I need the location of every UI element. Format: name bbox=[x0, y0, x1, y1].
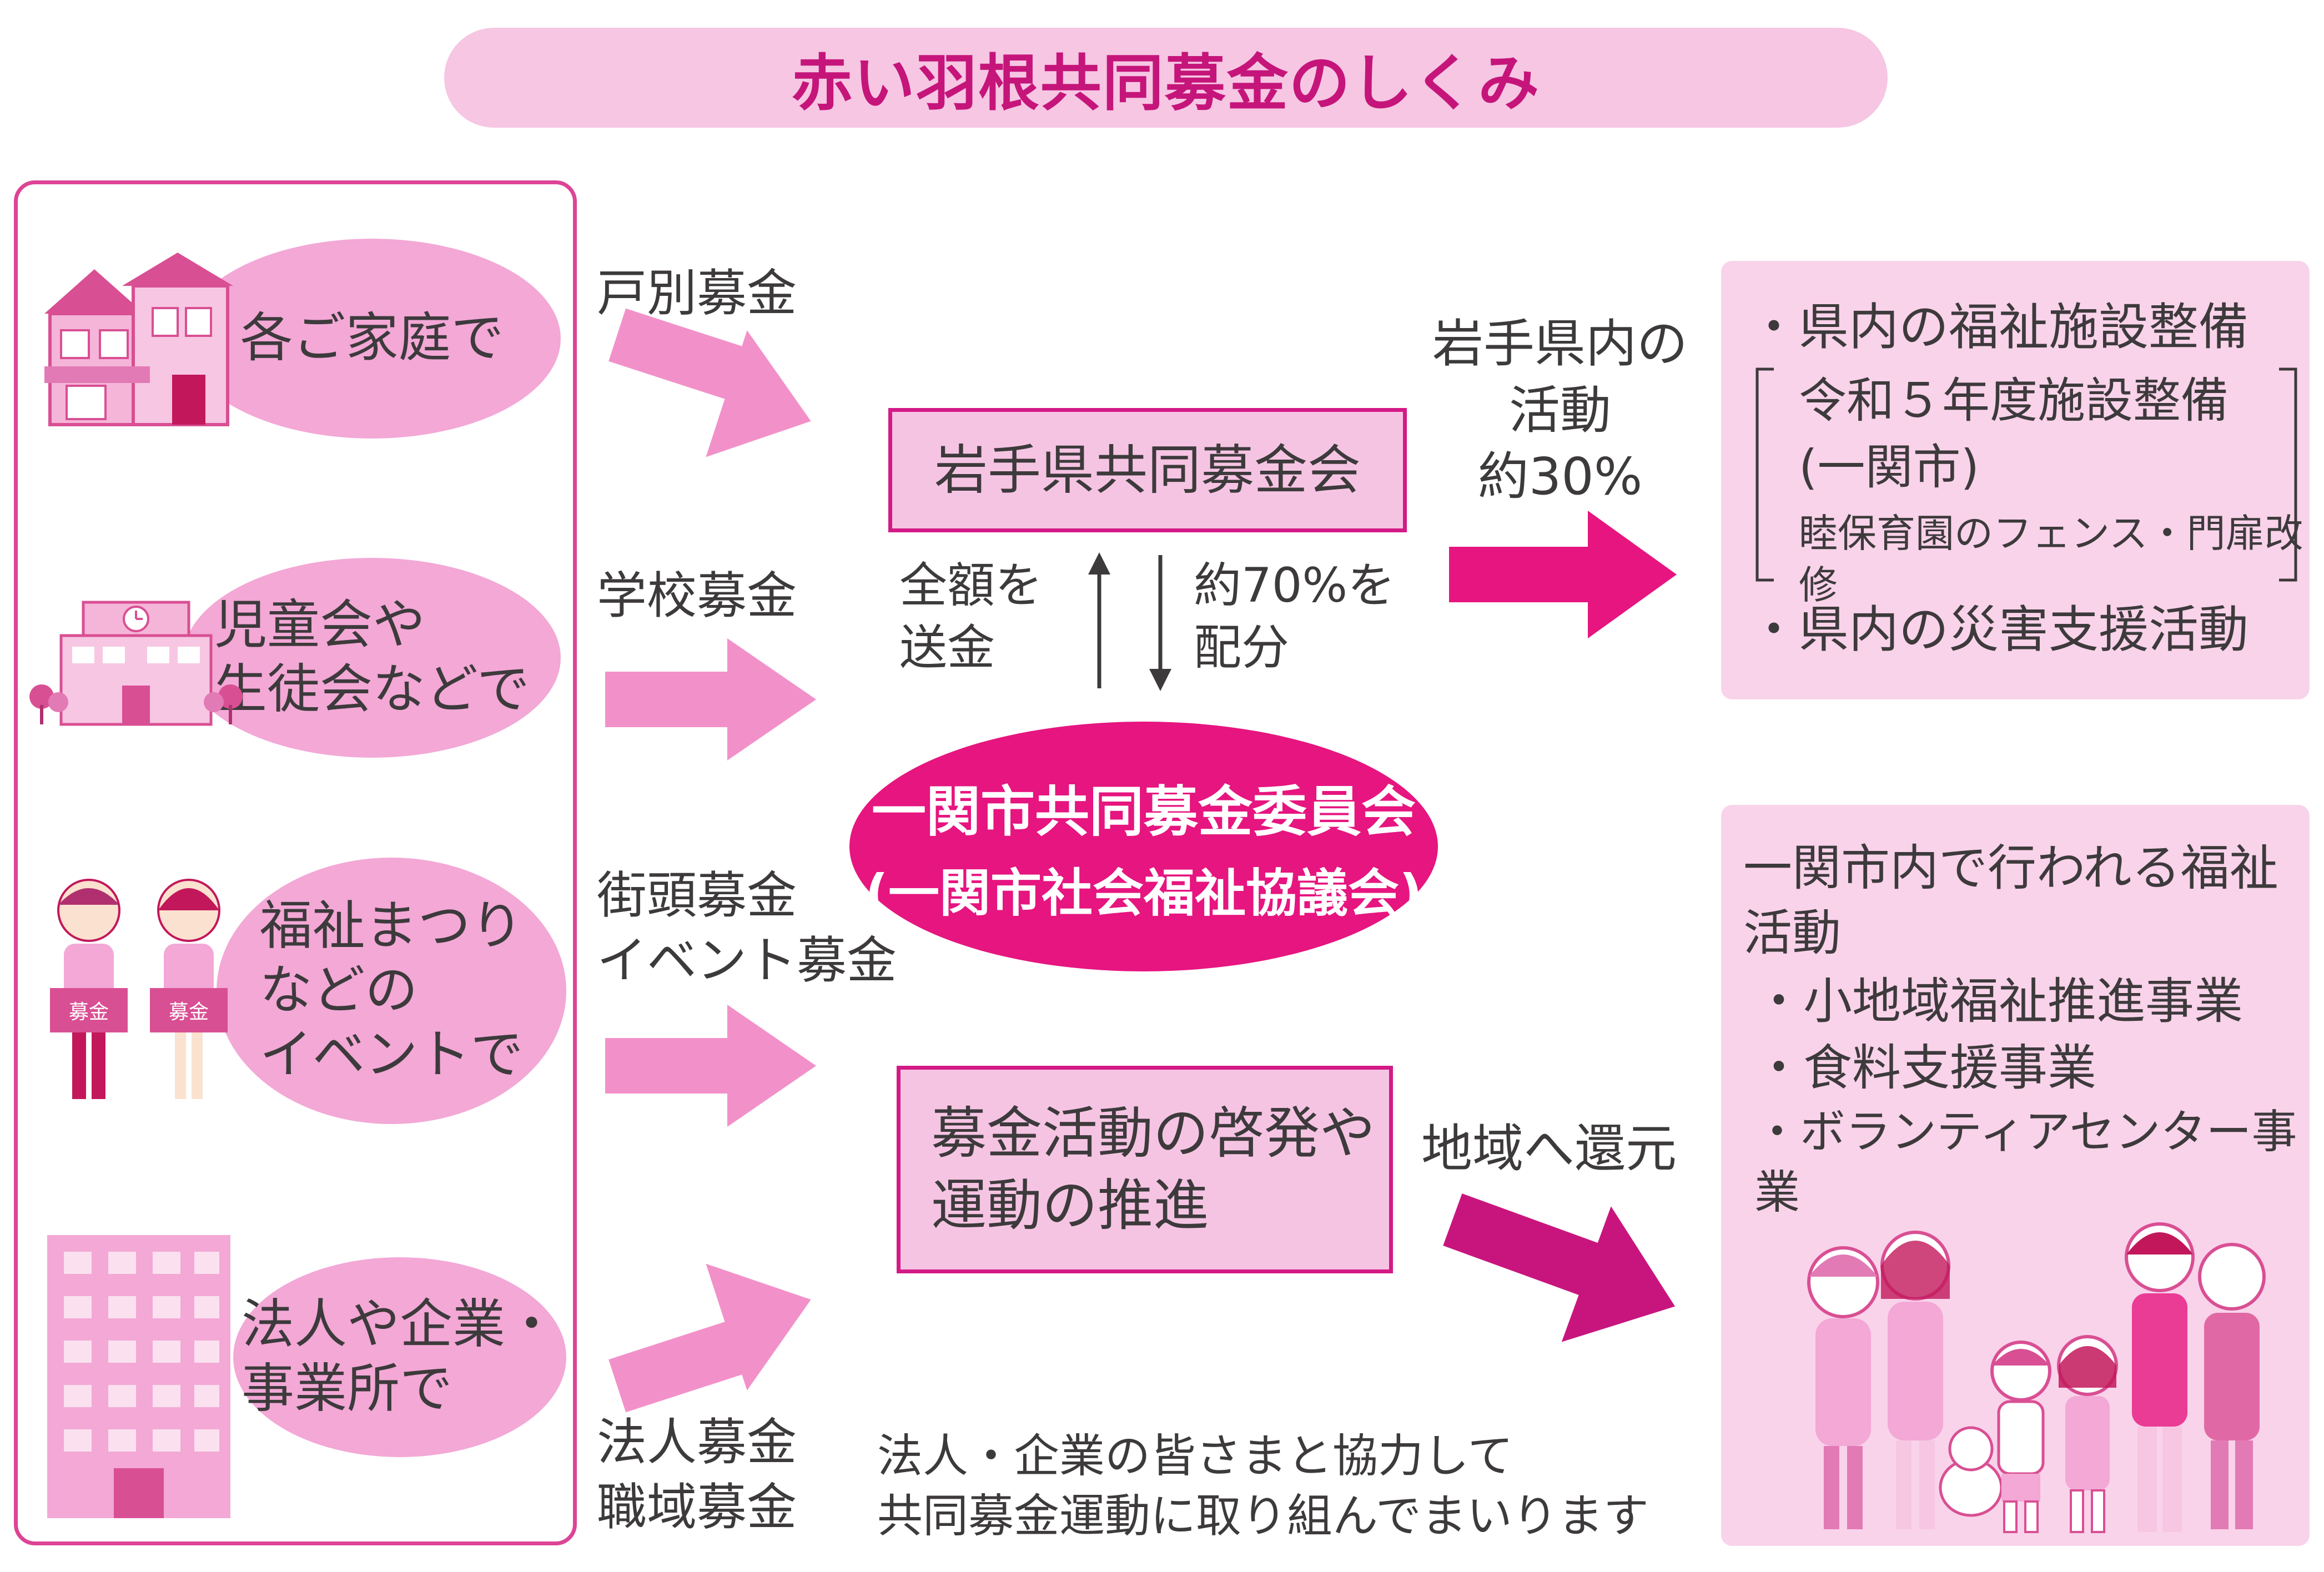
source-bubble-school: 児童会や 生徒会などで bbox=[183, 558, 561, 758]
title-banner: 赤い羽根共同募金のしくみ bbox=[444, 28, 1888, 128]
family-illustration-icon bbox=[1807, 1222, 2266, 1533]
pref-activity-label: 岩手県内の 活動 約30% bbox=[1432, 314, 1688, 507]
school-icon bbox=[29, 601, 243, 726]
footer-note: 法人・企業の皆さまと協力して 共同募金運動に取り組んでまいります bbox=[877, 1430, 1649, 1543]
pref-result-facilities: ・県内の福祉施設整備 bbox=[1749, 298, 2248, 356]
city-result-item-3: ・ボランティアセンター事業 bbox=[1754, 1106, 2297, 1220]
pref-result-sub1: 令和５年度施設整備 bbox=[1799, 373, 2229, 429]
send-up-label: 全額を 送金 bbox=[899, 558, 1043, 676]
return-label: 地域へ還元 bbox=[1421, 1119, 1677, 1178]
pref-result-bracket-right bbox=[2279, 367, 2297, 582]
source-label-event: 福祉まつり などの イベントで bbox=[259, 895, 524, 1085]
office-building-icon bbox=[47, 1235, 230, 1518]
promotion-box: 募金活動の啓発や 運動の推進 bbox=[897, 1066, 1393, 1273]
source-bubble-home: 各ご家庭で bbox=[183, 239, 561, 439]
return-arrow bbox=[1443, 1193, 1676, 1342]
method-corporate: 法人募金 職域募金 bbox=[597, 1413, 797, 1536]
method-school: 学校募金 bbox=[597, 567, 797, 625]
svg-text:募金: 募金 bbox=[69, 1001, 109, 1024]
flow-arrow-home bbox=[608, 308, 811, 457]
pref-result-disaster: ・県内の災害支援活動 bbox=[1749, 601, 2248, 659]
city-result-item-2: ・食料支援事業 bbox=[1754, 1039, 2097, 1096]
source-label-corporate: 法人や企業・ 事業所で bbox=[241, 1294, 558, 1419]
pref-results-panel bbox=[1721, 261, 2310, 699]
prefecture-org-label: 岩手県共同募金会 bbox=[934, 439, 1361, 501]
source-bubble-corporate: 法人や企業・ 事業所で bbox=[233, 1257, 566, 1457]
prefecture-org-box: 岩手県共同募金会 bbox=[888, 408, 1407, 532]
city-committee-sub: (一関市社会福祉協議会) bbox=[864, 863, 1423, 923]
source-label-home: 各ご家庭で bbox=[240, 308, 504, 369]
city-committee-name: 一関市共同募金委員会 bbox=[871, 780, 1416, 844]
source-label-school: 児童会や 生徒会などで bbox=[214, 594, 530, 720]
diagram-title: 赤い羽根共同募金のしくみ bbox=[791, 48, 1541, 119]
city-results-heading: 一関市内で行われる福祉 活動 bbox=[1743, 839, 2278, 962]
source-bubble-event: 福祉まつり などの イベントで bbox=[217, 858, 566, 1124]
flow-arrow-event bbox=[605, 1005, 816, 1127]
allocate-down-label: 約70%を 配分 bbox=[1194, 558, 1396, 676]
flow-arrow-corporate bbox=[608, 1263, 811, 1413]
svg-text:募金: 募金 bbox=[169, 1001, 209, 1024]
city-result-item-1: ・小地域福祉推進事業 bbox=[1754, 973, 2243, 1030]
send-up-arrow bbox=[1088, 552, 1110, 688]
pref-result-bracket-left bbox=[1755, 367, 1774, 582]
house-icon bbox=[44, 253, 233, 426]
city-committee-oval: 一関市共同募金委員会 (一関市社会福祉協議会) bbox=[849, 722, 1438, 971]
pref-result-sub3: 睦保育園のフェンス・門扉改修 bbox=[1799, 511, 2303, 608]
allocate-down-arrow bbox=[1149, 555, 1171, 691]
pref-result-sub2: (一関市) bbox=[1799, 440, 1980, 495]
method-street-event: 街頭募金 イベント募金 bbox=[597, 866, 897, 990]
promotion-label: 募金活動の啓発や 運動の推進 bbox=[931, 1101, 1375, 1238]
event-people-icon: 募金 募金 bbox=[50, 879, 228, 1099]
pref-activity-arrow bbox=[1449, 511, 1677, 638]
flow-arrow-school bbox=[605, 638, 816, 760]
